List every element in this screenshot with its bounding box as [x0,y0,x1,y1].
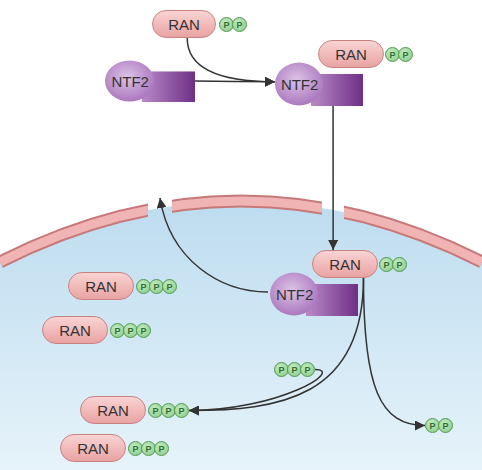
nuclear-envelope [0,201,482,262]
arrow-connector [187,38,275,82]
arrow-connector [332,106,334,250]
node-label: P [278,365,284,375]
node-label: P [140,282,146,292]
ran-protein: RAN [152,10,216,38]
ran-protein: RAN [42,316,108,344]
node-label: P [132,444,138,454]
ran-protein: RAN [312,250,378,278]
node-label: RAN [168,16,200,33]
membrane-fill [0,201,482,262]
node-label: P [158,444,164,454]
phosphate-circle: P [392,257,407,272]
node-label: RAN [59,322,91,339]
phosphate-circle: P [162,279,177,294]
phosphate-circle: P [398,47,413,62]
ran-protein: RAN [60,434,126,462]
node-label: P [153,282,159,292]
node-label: P [165,406,171,416]
node-label: P [304,365,310,375]
phosphate-circle: P [136,323,151,338]
node-label: P [178,406,184,416]
node-label: NTF2 [105,60,155,102]
arrow-connector [195,80,275,82]
export-arrow [160,198,268,292]
node-label: P [166,282,172,292]
membrane-outline [0,201,482,262]
phosphate-circle: P [300,362,315,377]
node-label: NTF2 [270,272,319,316]
node-label: RAN [85,278,117,295]
node-label: NTF2 [275,62,324,106]
node-label: RAN [97,402,129,419]
node-label: RAN [335,46,367,63]
ntf2-protein: NTF2 [275,62,363,106]
node-label: P [442,421,448,431]
phosphate-circle: P [438,418,453,433]
ran-protein: RAN [68,272,134,300]
node-label: P [383,260,389,270]
ran-protein: RAN [318,40,384,68]
node-label: P [152,406,158,416]
node-label: P [291,365,297,375]
arrow-connector [363,278,425,426]
node-label: P [145,444,151,454]
node-label: P [223,20,229,30]
phosphate-circle: P [232,17,247,32]
node-label: P [396,260,402,270]
node-label: RAN [77,440,109,457]
phosphate-circle: P [154,441,169,456]
node-label: P [402,50,408,60]
node-label: RAN [329,256,361,273]
node-label: P [140,326,146,336]
node-label: P [236,20,242,30]
ntf2-protein: NTF2 [270,272,358,316]
ntf2-protein: NTF2 [105,60,195,102]
node-label: P [114,326,120,336]
phosphate-circle: P [174,403,189,418]
nucleus [0,201,482,470]
node-label: P [127,326,133,336]
ran-protein: RAN [80,396,146,424]
node-label: P [429,421,435,431]
node-label: P [389,50,395,60]
